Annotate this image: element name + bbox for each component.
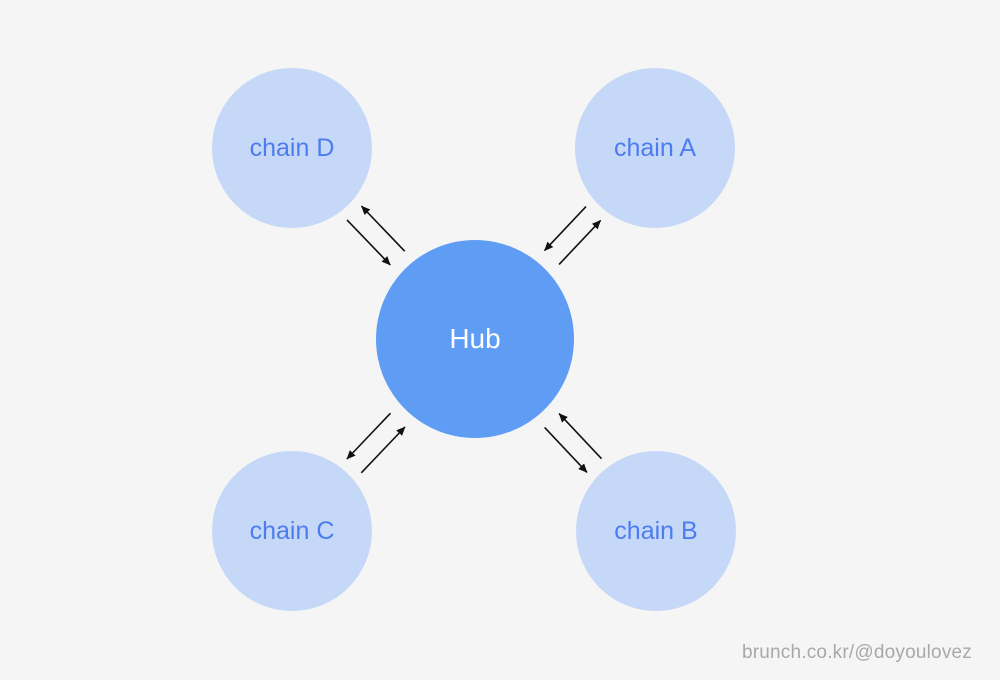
arrow-hub-to-chain-d [360, 205, 406, 252]
arrow-chain-a-to-hub [543, 206, 587, 252]
node-chain-a: chain A [575, 68, 735, 228]
arrow-hub-to-chain-a [558, 219, 602, 265]
arrow-hub-to-chain-c [346, 412, 392, 460]
node-hub: Hub [376, 240, 574, 438]
node-chain-d: chain D [212, 68, 372, 228]
node-chain-c-label: chain C [249, 516, 335, 545]
node-chain-c: chain C [212, 451, 372, 611]
arrow-chain-b-to-hub [558, 413, 603, 460]
node-chain-a-label: chain A [613, 133, 696, 162]
node-hub-label: Hub [449, 323, 501, 354]
arrow-hub-to-chain-b [544, 426, 588, 473]
node-chain-b: chain B [576, 451, 736, 611]
watermark-text: brunch.co.kr/@doyoulovez [741, 642, 972, 663]
node-chain-d-label: chain D [249, 133, 335, 162]
node-chain-b-label: chain B [614, 516, 698, 545]
arrow-chain-c-to-hub [360, 426, 406, 474]
arrow-chain-d-to-hub [346, 219, 391, 266]
